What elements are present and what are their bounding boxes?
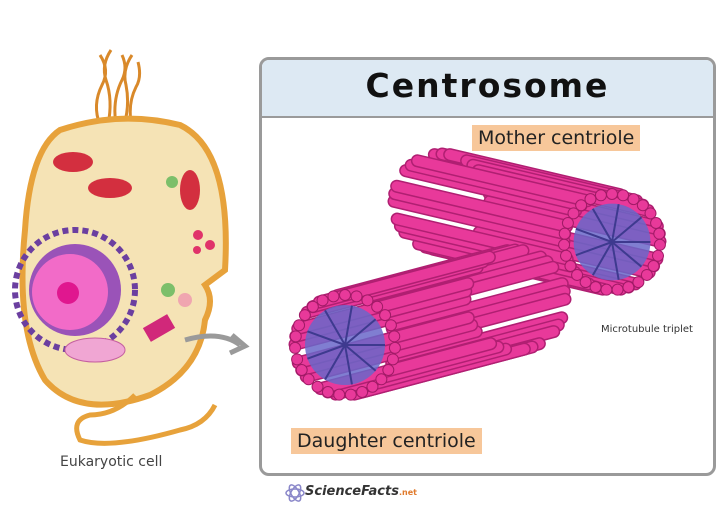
microtubule-end: [361, 294, 374, 307]
microtubule-end: [339, 289, 351, 301]
microtubule-end: [644, 207, 657, 220]
microtubule-end: [650, 216, 663, 229]
sciencefacts-logo: ScienceFacts.net: [305, 484, 417, 499]
microtubule-end: [388, 330, 401, 343]
microtubule-end: [589, 281, 602, 294]
microtubule-end: [388, 341, 401, 354]
microtubule-end: [560, 249, 573, 262]
microtubule-end: [651, 249, 664, 262]
microtubule-end: [327, 290, 340, 303]
microtubule-end: [291, 353, 304, 366]
microtubule-end: [306, 300, 319, 313]
microtubule-end: [311, 380, 324, 393]
flagellum: [74, 393, 218, 446]
microtubule-end: [386, 353, 399, 366]
microtubule-end: [575, 199, 588, 212]
microtubule-end: [640, 268, 653, 281]
microtubule-end: [295, 364, 308, 376]
microtubule-end: [289, 330, 302, 343]
microtubule-end: [298, 309, 311, 322]
eukaryotic-cell-label: Eukaryotic cell: [60, 454, 163, 470]
microtubule-end: [561, 216, 574, 229]
eukaryotic-cell-illustration: [12, 49, 229, 446]
microtubule-end: [579, 276, 592, 289]
microtubule-end: [627, 193, 640, 206]
microtubule-end: [653, 227, 666, 240]
microtubule-end: [382, 364, 395, 376]
microtubule-end: [653, 238, 666, 251]
microtubule-end: [302, 373, 315, 386]
microtubule-end: [289, 341, 302, 354]
microtubule-end: [375, 373, 388, 386]
mitochondrion: [53, 152, 93, 172]
microtubule-end: [379, 309, 392, 322]
microtubule-end: [647, 260, 660, 272]
golgi: [64, 337, 126, 363]
mother-centriole-label: Mother centriole: [472, 125, 641, 151]
microtubule-end: [622, 281, 635, 294]
microtubule-end: [333, 388, 346, 401]
nucleolus: [57, 282, 79, 304]
microtubule-end: [606, 188, 618, 200]
microtubule-end: [356, 385, 369, 398]
page-title: Centrosome: [365, 66, 610, 105]
microtubule-end: [567, 207, 580, 220]
microtubule-end: [632, 276, 645, 289]
arrow: [184, 333, 242, 348]
microtubule-end: [321, 385, 334, 398]
microtubule-triplet-label: Microtubule triplet: [601, 324, 693, 335]
microtubule-end: [571, 268, 584, 281]
microtubule-end: [558, 238, 571, 251]
centrosome-in-cell: [142, 314, 176, 342]
microtubule-end: [564, 260, 577, 272]
microtubule-end: [617, 189, 630, 202]
daughter-centriole-label: Daughter centriole: [291, 428, 482, 454]
panel-header: Centrosome: [262, 60, 713, 118]
flagella-hairs: [95, 49, 142, 128]
microtubule-end: [293, 319, 306, 332]
microtubule-end: [371, 300, 384, 313]
microtubule-end: [611, 283, 624, 296]
microtubule-end: [316, 294, 329, 307]
microtubule-end: [366, 380, 379, 393]
mother-centriole-cylinder: [387, 147, 667, 296]
microtubule-end: [584, 193, 597, 206]
microtubule-end: [350, 290, 363, 303]
microtubule-end: [344, 388, 357, 401]
logo-atom-icon: [285, 484, 305, 502]
microtubule-end: [636, 199, 649, 212]
microtubule-end: [384, 319, 397, 332]
microtubule-end: [600, 283, 613, 296]
daughter-centriole-cylinder: [288, 243, 572, 401]
microtubule-end: [558, 227, 571, 240]
microtubule-end: [594, 189, 607, 202]
